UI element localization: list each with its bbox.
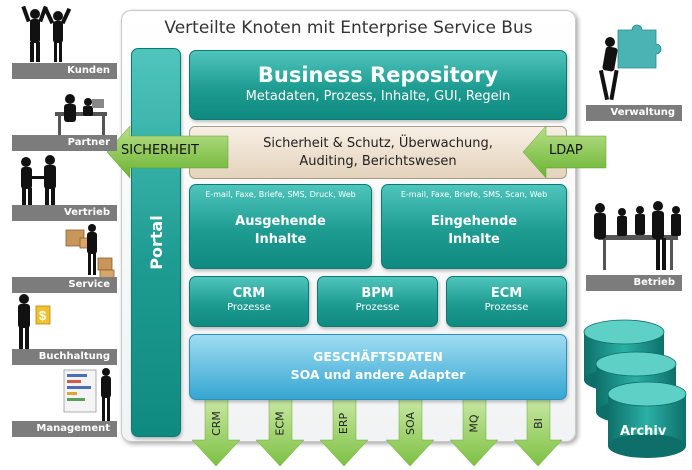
process-sub: Prozesse [227, 302, 271, 313]
output-arrow-mq [449, 397, 499, 467]
sicherheit-label: SICHERHEIT [121, 143, 199, 158]
incoming-channels: E-mail, Faxe, Briefe, SMS, Scan, Web [400, 190, 548, 199]
business-repository-box: Business Repository Metadaten, Prozess, … [189, 50, 567, 120]
output-label-soa: SOA [403, 411, 417, 435]
incoming-content-box: E-mail, Faxe, Briefe, SMS, Scan, Web Ein… [381, 184, 567, 269]
output-arrow-soa [385, 397, 435, 467]
role-tag-vertrieb: Vertrieb [12, 205, 117, 221]
right-figures [594, 24, 681, 270]
output-arrow-bi [513, 397, 563, 467]
database-cylinder-icon [607, 381, 687, 458]
output-label-ecm: ECM [273, 410, 287, 436]
role-tag-management: Management [12, 421, 117, 437]
role-tag-buchhaltung: Buchhaltung [12, 349, 117, 365]
process-sub: Prozesse [355, 302, 400, 313]
people-cheering-icon [21, 5, 72, 62]
role-tag-partner: Partner [12, 135, 117, 151]
sicherheit-arrow [106, 125, 229, 179]
outgoing-channels: E-mail, Faxe, Briefe, SMS, Druck, Web [205, 190, 356, 199]
output-arrow-ecm [255, 397, 305, 467]
process-sub: Prozesse [484, 302, 529, 313]
accountant-dollar-icon: $ [18, 294, 51, 351]
handshake-icon [21, 155, 56, 208]
output-label-erp: ERP [337, 412, 351, 434]
output-label-bi: BI [531, 417, 545, 429]
archive-cylinders [583, 319, 687, 458]
process-ecm-box: ECM Prozesse [446, 276, 567, 327]
puzzle-carrier-icon [598, 24, 662, 101]
incoming-line-2: Inhalte [448, 232, 500, 247]
delivery-boxes-icon [65, 224, 115, 283]
meeting-desk-icon [55, 94, 107, 136]
left-figures: $ [18, 5, 115, 421]
outgoing-line-1: Ausgehende [235, 214, 326, 229]
meeting-table-icon [594, 201, 681, 270]
outgoing-content-box: E-mail, Faxe, Briefe, SMS, Druck, Web Au… [189, 184, 372, 269]
process-name: CRM [232, 286, 266, 301]
process-name: BPM [361, 286, 394, 301]
role-tag-kunden: Kunden [12, 63, 117, 79]
output-arrow-erp [319, 397, 369, 467]
repository-title: Business Repository [257, 63, 499, 87]
archive-label: Archiv [620, 424, 667, 439]
portal-bar [131, 48, 181, 437]
process-name: ECM [490, 286, 523, 301]
repository-subtitle: Metadaten, Prozess, Inhalte, GUI, Regeln [245, 89, 511, 104]
output-arrow-crm [191, 397, 241, 467]
business-data-line-1: GESCHÄFTSDATEN [313, 349, 443, 364]
incoming-line-1: Eingehende [430, 214, 518, 229]
role-tag-betrieb: Betrieb [586, 275, 682, 291]
output-label-mq: MQ [467, 413, 481, 433]
output-arrows [191, 397, 563, 467]
role-tag-verwaltung: Verwaltung [586, 105, 682, 121]
business-data-line-2: SOA und andere Adapter [290, 367, 466, 382]
business-data-box: GESCHÄFTSDATEN SOA und andere Adapter [189, 334, 567, 400]
presentation-board-icon [63, 368, 111, 421]
process-crm-box: CRM Prozesse [189, 276, 309, 327]
output-label-crm: CRM [209, 410, 223, 436]
process-bpm-box: BPM Prozesse [317, 276, 438, 327]
ldap-label: LDAP [549, 143, 583, 158]
security-line-1: Sicherheit & Schutz, Überwachung, [263, 136, 493, 151]
outgoing-line-2: Inhalte [254, 232, 307, 247]
svg-text:$: $ [39, 308, 47, 323]
diagram-title: Verteilte Knoten mit Enterprise Service … [164, 18, 533, 38]
ldap-arrow [522, 125, 607, 179]
role-tag-service: Service [12, 277, 117, 293]
security-line-2: Auditing, Berichtswesen [299, 154, 457, 169]
